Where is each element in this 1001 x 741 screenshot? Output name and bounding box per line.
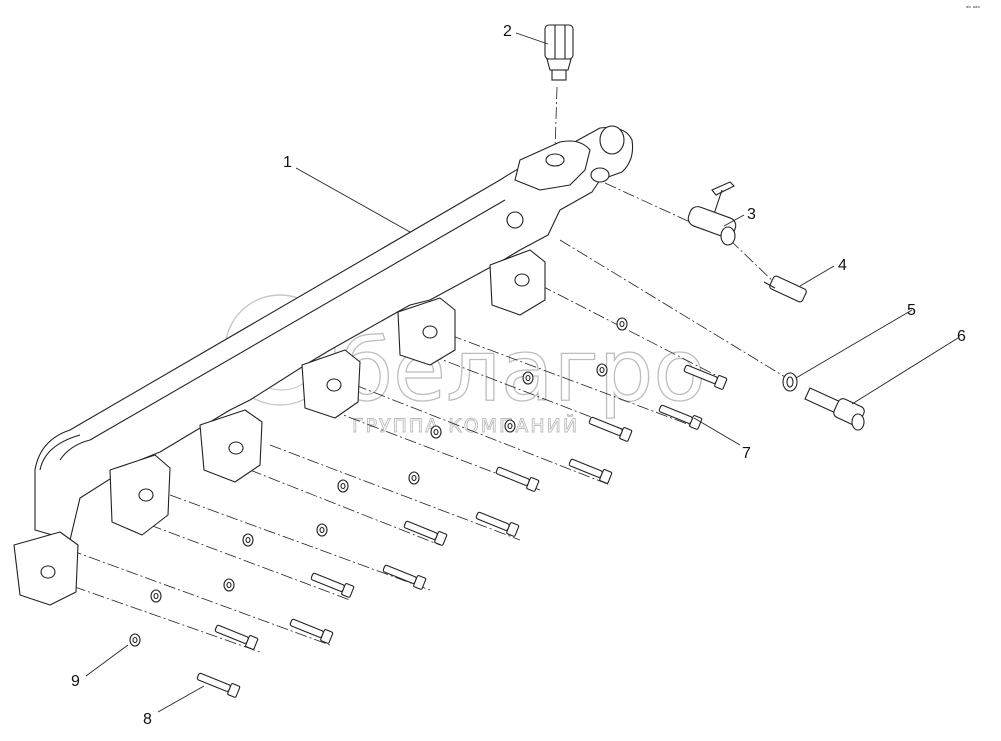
callout-1: 1 — [283, 154, 292, 171]
bolt — [382, 564, 427, 590]
bolt — [495, 466, 540, 492]
washer — [129, 633, 141, 647]
callout-3: 3 — [747, 206, 756, 223]
washer — [242, 533, 254, 547]
bolt — [658, 404, 703, 430]
callout-9: 9 — [71, 673, 80, 690]
callout-6: 6 — [957, 328, 966, 345]
washer — [430, 425, 442, 439]
callout-5: 5 — [907, 302, 916, 319]
relief-valve — [804, 387, 865, 431]
washer — [616, 317, 628, 331]
callout-8: 8 — [143, 711, 152, 728]
assembly-axis-lines — [54, 86, 791, 653]
corner-stamp: ᵃᵇ ᵃᵃᵃ — [966, 5, 980, 12]
washer — [596, 363, 608, 377]
callout-2: 2 — [503, 23, 512, 40]
bolt — [683, 364, 728, 390]
bolts — [196, 364, 728, 698]
washer — [408, 471, 420, 485]
callout-4: 4 — [838, 257, 847, 274]
leader-lines — [85, 32, 959, 713]
bolt — [310, 572, 355, 598]
washer — [504, 419, 516, 433]
pressure-sensor — [544, 24, 574, 81]
bolt — [475, 511, 520, 537]
bolt — [588, 416, 633, 442]
callout-7: 7 — [742, 445, 751, 462]
pin-adapter — [687, 181, 737, 246]
washer — [223, 578, 235, 592]
temperature-sensor — [763, 275, 807, 303]
bolt — [403, 520, 448, 546]
washer — [150, 589, 162, 603]
washer — [522, 371, 534, 385]
bolt — [568, 458, 613, 484]
watermark-brand: белагро — [340, 321, 706, 421]
bolt — [196, 672, 241, 698]
watermark: белагро ГРУППА КОМПАНИЙ — [224, 294, 707, 437]
washer — [316, 523, 328, 537]
washer — [337, 479, 349, 493]
bolt — [289, 618, 334, 644]
washers — [129, 317, 628, 647]
seal-ring — [782, 372, 798, 392]
bolt — [214, 624, 259, 650]
watermark-tagline: ГРУППА КОМПАНИЙ — [352, 414, 579, 437]
rail — [13, 125, 634, 606]
callout-labels: 1 2 3 4 5 6 7 8 9 — [71, 23, 966, 728]
